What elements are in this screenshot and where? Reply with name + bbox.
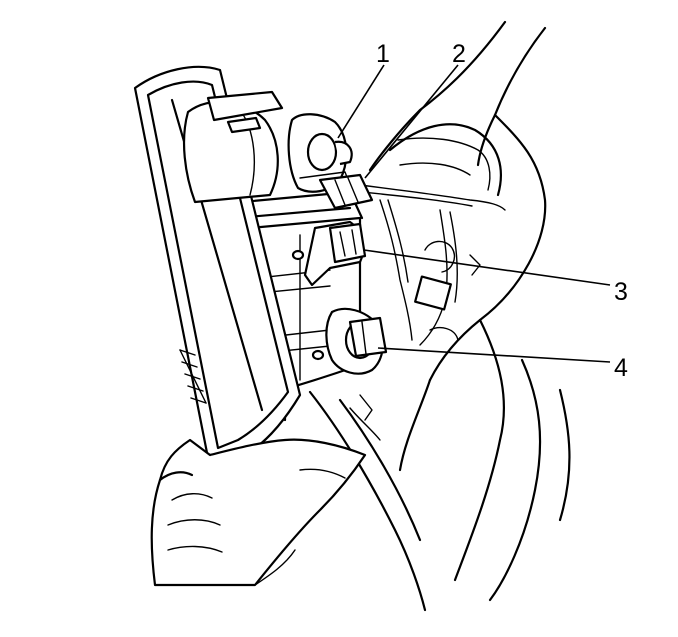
leader-line-4 [377, 347, 611, 363]
body-panel [308, 20, 571, 612]
callout-3: 3 [614, 278, 628, 306]
leader-line-1 [337, 64, 385, 139]
bulb-socket-1 [287, 113, 353, 193]
leader-lines [337, 64, 611, 363]
callout-4: 4 [614, 354, 628, 382]
callout-2: 2 [452, 40, 466, 68]
callout-1: 1 [376, 40, 390, 68]
leader-line-2 [364, 64, 459, 179]
callout-labels: 1 2 3 4 [376, 40, 628, 382]
leader-line-3 [363, 249, 611, 286]
bulb-socket-4 [325, 307, 388, 375]
bulb-socket-3 [303, 220, 367, 287]
wire-harness [359, 184, 506, 346]
harness-connector-2 [318, 173, 374, 210]
technician-hand [150, 438, 367, 587]
reflector-dome [182, 90, 284, 204]
